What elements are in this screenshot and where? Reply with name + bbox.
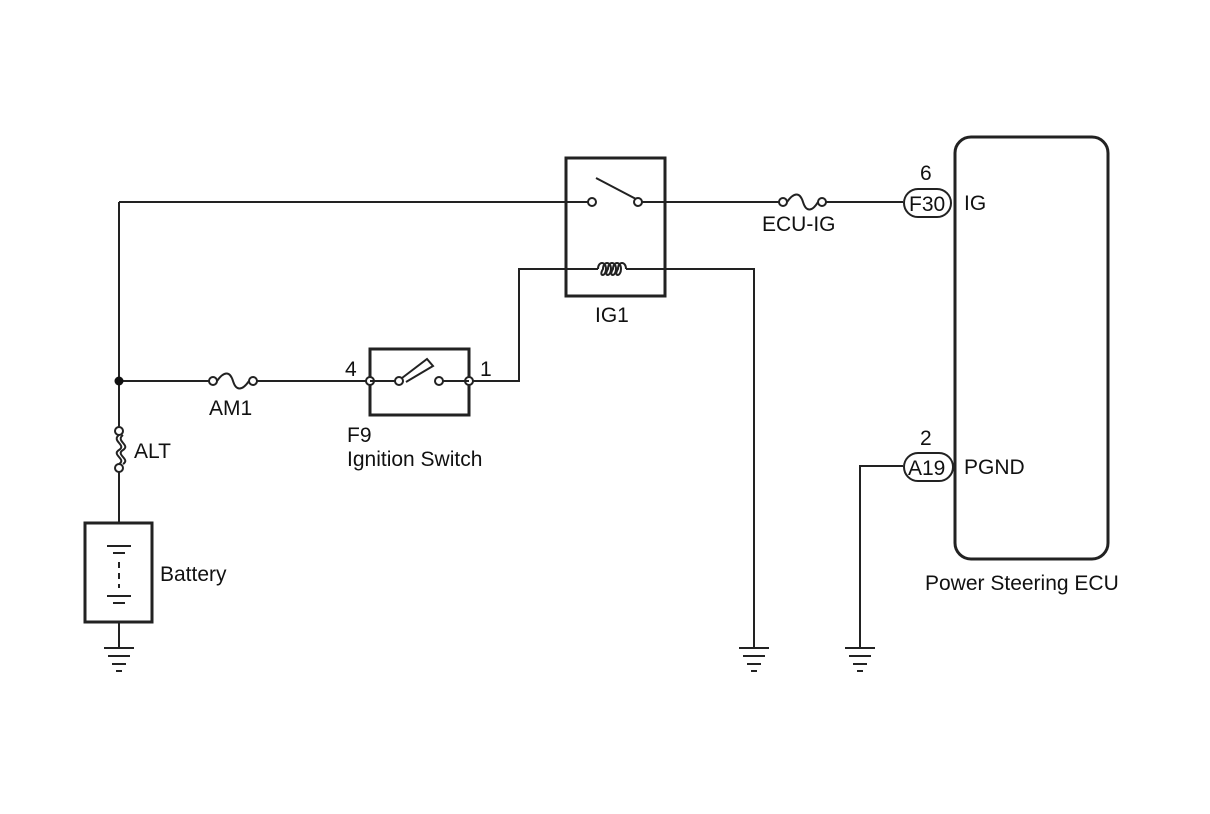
connector-a19: A19 2 PGND (903, 427, 1025, 482)
ecu-pin-6: 6 (920, 162, 932, 185)
ground-battery (104, 647, 134, 672)
connector-a19-label: A19 (908, 457, 945, 480)
ecu-ig-fuse: ECU-IG (762, 193, 836, 236)
wire-pgnd-to-ground (859, 465, 903, 648)
ecu-pin-2: 2 (920, 427, 932, 450)
connector-f30-label: F30 (909, 193, 945, 216)
am1-fuse-label: AM1 (209, 397, 252, 420)
ig1-relay: IG1 (564, 156, 667, 327)
switch-label: Ignition Switch (347, 448, 482, 471)
am1-fuse: AM1 (208, 372, 258, 420)
alt-fuse: ALT (114, 426, 171, 473)
connector-f30: F30 6 IG (903, 162, 986, 218)
switch-pin-4: 4 (345, 358, 357, 381)
switch-pin-1: 1 (480, 358, 492, 381)
wire-switch-to-coil (469, 268, 598, 382)
ground-relay-coil (739, 647, 769, 672)
ig1-relay-label: IG1 (595, 304, 629, 327)
ecu-ig-fuse-label: ECU-IG (762, 213, 836, 236)
wires (114, 201, 903, 648)
battery: Battery (83, 521, 227, 624)
power-steering-ecu: Power Steering ECU (925, 135, 1119, 595)
ecu-signal-ig: IG (964, 192, 986, 215)
junction-dot (114, 376, 124, 386)
alt-fuse-label: ALT (134, 440, 171, 463)
switch-connector-label: F9 (347, 424, 372, 447)
ecu-signal-pgnd: PGND (964, 456, 1025, 479)
wire-coil-to-ground (626, 268, 755, 648)
ignition-switch: 4 1 F9 Ignition Switch (345, 347, 492, 471)
battery-label: Battery (160, 563, 227, 586)
ground-ecu (845, 647, 875, 672)
ecu-label: Power Steering ECU (925, 572, 1119, 595)
